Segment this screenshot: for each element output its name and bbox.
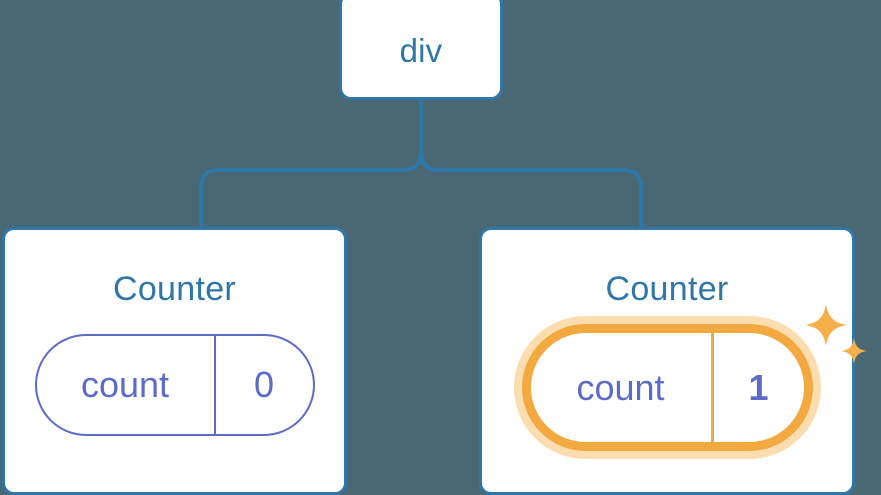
connector-left-branch xyxy=(199,98,423,229)
node-counter-left[interactable]: Counter count 0 xyxy=(2,227,347,495)
node-counter-right-label: Counter xyxy=(605,270,729,308)
connector-right-branch xyxy=(419,98,643,229)
state-key-left: count xyxy=(80,364,170,405)
state-key-right: count xyxy=(576,366,665,408)
sparkle-large-icon xyxy=(804,304,847,346)
node-root-label: div xyxy=(399,31,443,69)
node-root-div[interactable]: div xyxy=(339,0,503,100)
node-counter-left-label: Counter xyxy=(112,270,237,308)
state-value-right: 1 xyxy=(710,333,804,442)
state-pill-wrapper-left: count 0 xyxy=(34,334,315,436)
state-pill-left[interactable]: count 0 xyxy=(34,334,315,436)
node-counter-right[interactable]: Counter count 1 xyxy=(479,227,867,495)
state-pill-wrapper-right: count 1 xyxy=(521,304,867,451)
state-value-left: 0 xyxy=(213,336,313,434)
sparkle-small-icon xyxy=(840,338,867,364)
state-pill-right-highlighted[interactable]: count 1 xyxy=(521,324,813,451)
